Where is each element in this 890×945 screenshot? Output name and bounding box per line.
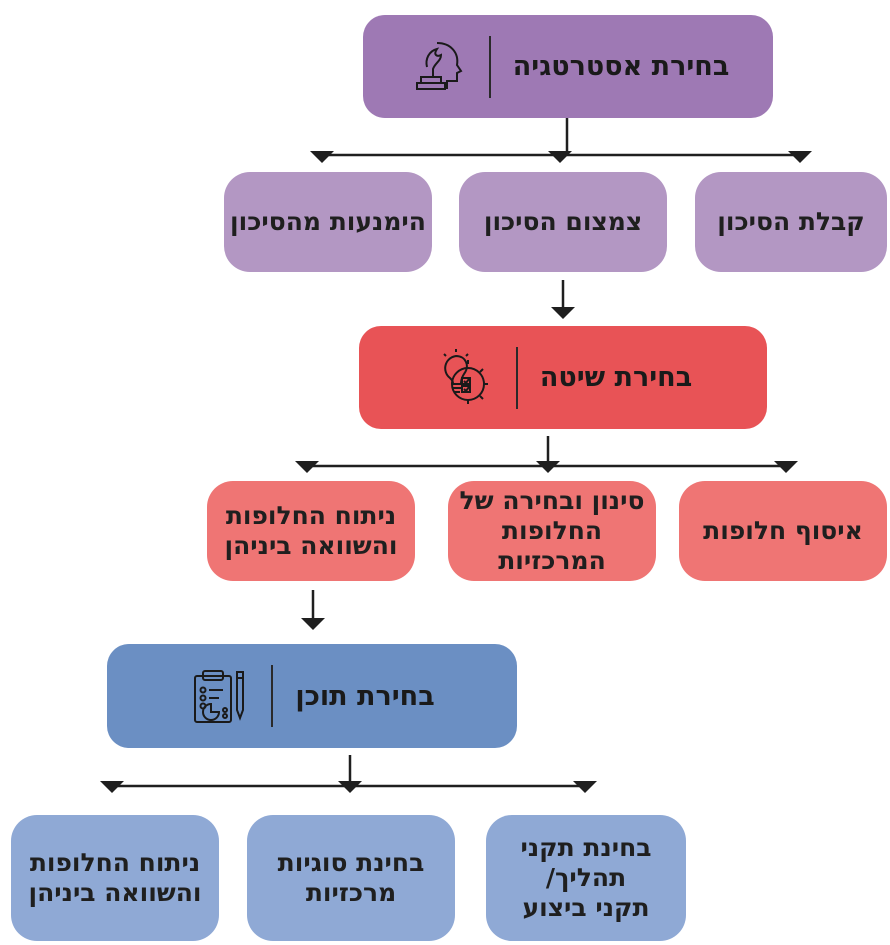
arrowhead xyxy=(788,151,812,163)
option-label: בחינת תקני תהליך/ תקני ביצוע xyxy=(520,833,652,922)
header-divider xyxy=(488,35,491,98)
method-option-2: סינון ובחירה של החלופות המרכזיות xyxy=(448,481,656,581)
content-header: בחירת תוכן xyxy=(107,644,517,748)
option-label: הימנעות מהסיכון xyxy=(230,207,426,236)
option-label: קבלת הסיכון xyxy=(717,207,865,236)
strategy-option-3: הימנעות מהסיכון xyxy=(224,172,432,272)
strategy-header: בחירת אסטרטגיה xyxy=(363,15,773,118)
arrowhead xyxy=(295,461,319,473)
chess-knight-head-icon xyxy=(415,41,463,90)
header-divider xyxy=(271,665,274,727)
method-title: בחירת שיטה xyxy=(539,362,693,393)
clipboard-pen-icon xyxy=(194,670,245,723)
content-option-1: בחינת תקני תהליך/ תקני ביצוע xyxy=(486,815,686,941)
strategy-title: בחירת אסטרטגיה xyxy=(512,51,730,82)
strategy-option-2: צמצום הסיכון xyxy=(459,172,667,272)
header-divider xyxy=(515,346,518,409)
arrowhead xyxy=(536,461,560,473)
strategy-option-1: קבלת הסיכון xyxy=(695,172,887,272)
method-option-3: ניתוח החלופות והשוואה ביניהן xyxy=(207,481,415,581)
method-header: בחירת שיטה xyxy=(359,326,767,429)
arrowhead xyxy=(573,781,597,793)
arrowhead xyxy=(548,151,572,163)
arrowhead xyxy=(100,781,124,793)
arrowhead xyxy=(551,307,575,319)
content-title: בחירת תוכן xyxy=(295,680,435,712)
option-label: ניתוח החלופות והשוואה ביניהן xyxy=(224,501,398,560)
arrowhead xyxy=(774,461,798,473)
arrowhead xyxy=(310,151,334,163)
arrowhead xyxy=(301,618,325,630)
option-label: סינון ובחירה של החלופות המרכזיות xyxy=(459,486,645,575)
option-label: בחינת סוגיות מרכזיות xyxy=(277,848,425,907)
arrowhead xyxy=(338,781,362,793)
option-label: ניתוח החלופות והשוואה ביניהן xyxy=(28,848,202,907)
option-label: איסוף חלופות xyxy=(703,516,863,545)
content-option-2: בחינת סוגיות מרכזיות xyxy=(247,815,455,941)
content-option-3: ניתוח החלופות והשוואה ביניהן xyxy=(11,815,219,941)
method-option-1: איסוף חלופות xyxy=(679,481,887,581)
lightbulb-gear-icon xyxy=(443,348,488,404)
option-label: צמצום הסיכון xyxy=(483,207,643,236)
